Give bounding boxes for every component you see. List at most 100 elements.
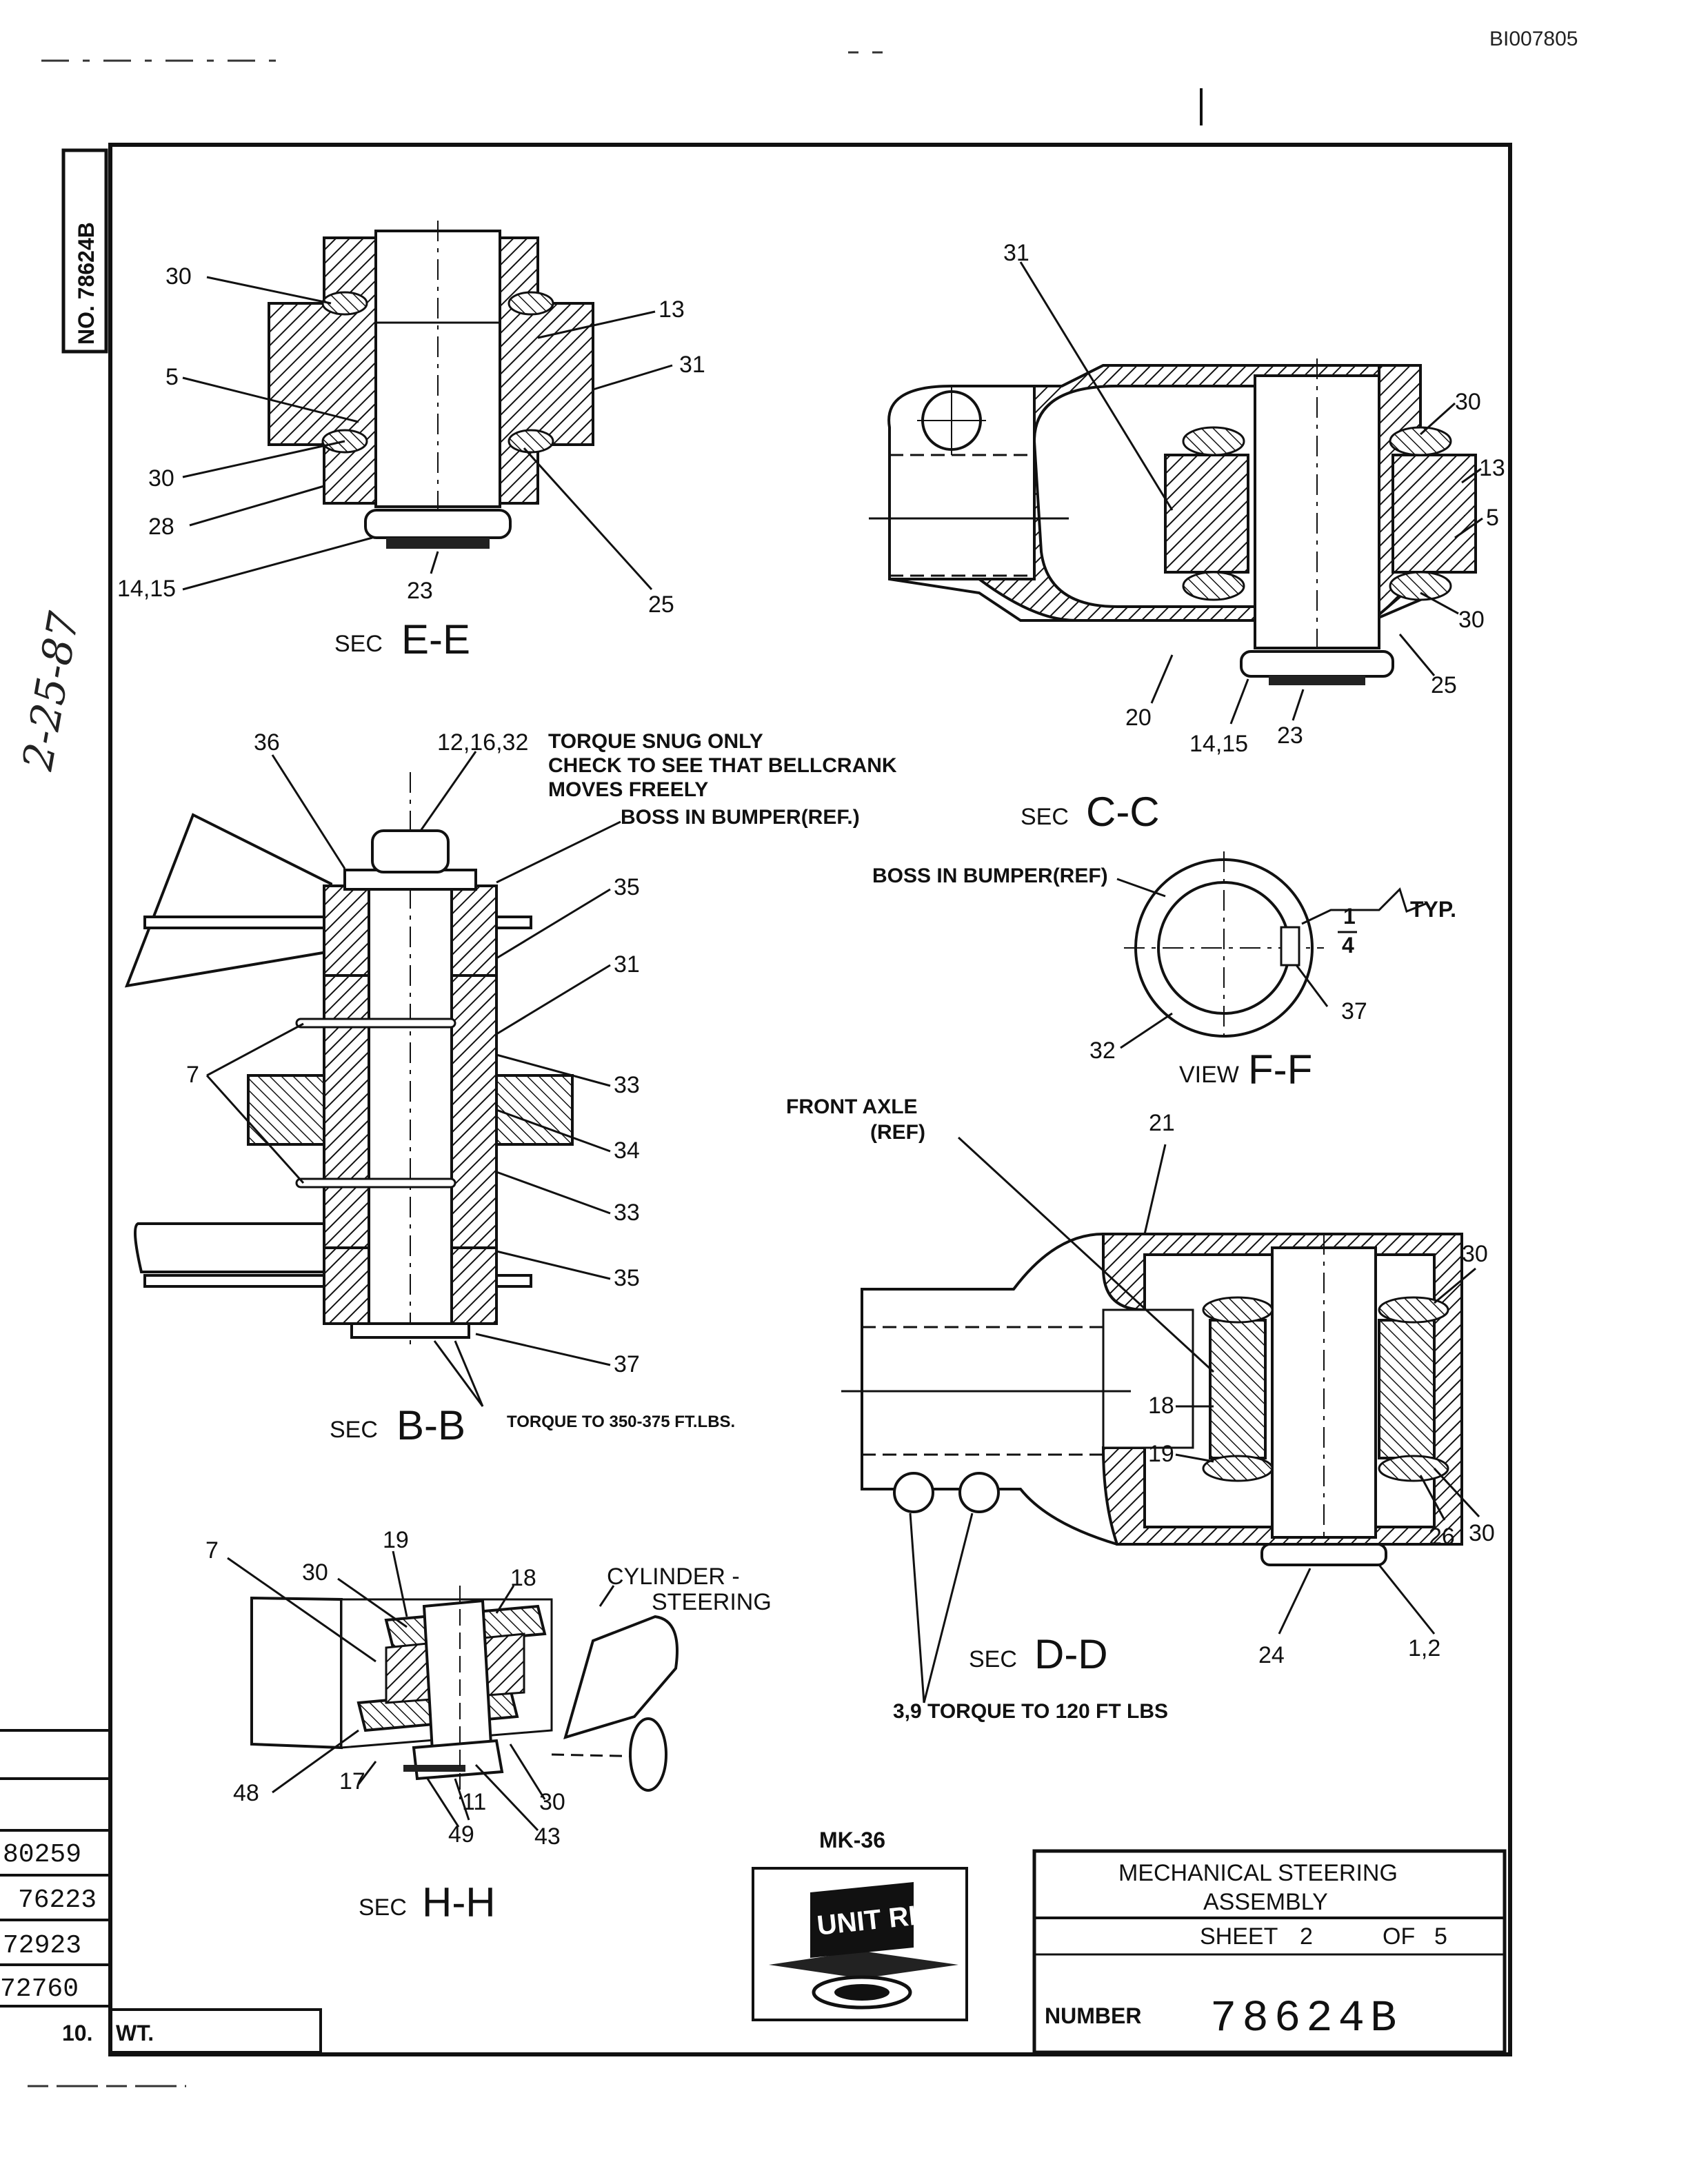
callout: 33 [614, 1200, 640, 1226]
callout: 14,15 [117, 576, 176, 602]
callout: 30 [1458, 607, 1485, 633]
callout: 13 [659, 296, 685, 323]
callout: 37 [1341, 998, 1367, 1024]
revision-entry: 72923 [3, 1931, 81, 1961]
callout: 30 [148, 465, 174, 492]
revision-entry: 76223 [18, 1885, 97, 1915]
section-d-d: FRONT AXLE (REF) 21 30 18 19 26 30 24 1,… [786, 1095, 1495, 1723]
cylinder-label: CYLINDER - [607, 1564, 740, 1590]
section-prefix: SEC [1021, 804, 1069, 830]
of-label: OF [1383, 1923, 1415, 1950]
callout: 49 [448, 1821, 474, 1848]
section-prefix: VIEW [1179, 1062, 1239, 1088]
front-axle-ref: (REF) [870, 1121, 925, 1144]
callout: 13 [1479, 455, 1505, 481]
side-tag: NO. 78624B [74, 222, 99, 345]
revision-block: 80259 76223 72923 72760 [0, 1729, 110, 2008]
note-bellcrank: CHECK TO SEE THAT BELLCRANK [548, 754, 897, 777]
callout: 25 [648, 592, 674, 618]
section-h-h: 7 30 19 18 48 17 11 30 49 43 CYLINDER - … [205, 1527, 772, 1925]
callout: 30 [1455, 389, 1481, 415]
fraction-numerator: 1 [1343, 904, 1356, 929]
torque-note: TORQUE TO 350-375 FT.LBS. [507, 1413, 735, 1431]
callout: 1,2 [1408, 1635, 1440, 1661]
callout: 25 [1431, 672, 1457, 698]
revision-entry: 72760 [0, 1974, 79, 2004]
callout: 21 [1149, 1110, 1175, 1136]
callout: 23 [1277, 722, 1303, 749]
note-moves-freely: MOVES FREELY [548, 778, 708, 801]
of-number: 5 [1434, 1923, 1447, 1950]
section-name: F-F [1248, 1046, 1312, 1093]
number-label: NUMBER [1045, 2003, 1141, 2028]
callout: 28 [148, 514, 174, 540]
section-e-e: 30 13 31 5 30 28 14,15 23 25 SEC E-E [117, 221, 705, 663]
callout: 33 [614, 1072, 640, 1098]
callout: 35 [614, 874, 640, 900]
fraction-denominator: 4 [1342, 933, 1354, 958]
callout: 35 [614, 1265, 640, 1291]
callout: 34 [614, 1138, 640, 1164]
callout: 17 [339, 1768, 365, 1794]
handwritten-date: 2-25-87 [14, 608, 89, 775]
section-c-c: 31 30 13 5 30 25 20 14,15 23 SEC C-C [869, 240, 1505, 835]
callout: 30 [302, 1559, 328, 1586]
note-typ: TYP. [1410, 897, 1456, 922]
note-boss: BOSS IN BUMPER(REF.) [621, 806, 860, 829]
section-name: E-E [401, 616, 470, 663]
callout: 7 [205, 1537, 219, 1564]
callout: 43 [534, 1823, 561, 1850]
callout: 36 [254, 729, 280, 756]
callout: 32 [1089, 1038, 1116, 1064]
title-line-1: MECHANICAL STEERING [1118, 1860, 1398, 1886]
callout: 23 [407, 578, 433, 604]
sheet-number: 2 [1300, 1923, 1313, 1950]
callout: 37 [614, 1351, 640, 1377]
callout: 12,16,32 [437, 729, 528, 756]
callout: 5 [165, 364, 179, 390]
model-label: MK-36 [819, 1828, 885, 1852]
section-name: H-H [422, 1879, 496, 1925]
callout: 14,15 [1189, 731, 1248, 757]
section-prefix: SEC [969, 1646, 1017, 1672]
callout: 24 [1258, 1642, 1285, 1668]
note-torque-snug: TORQUE SNUG ONLY [548, 730, 763, 753]
view-f-f: BOSS IN BUMPER(REF) TYP. 1 4 37 32 VIEW … [872, 851, 1456, 1093]
section-name: B-B [396, 1402, 465, 1448]
callout: 19 [383, 1527, 409, 1553]
side-tag-box [61, 148, 108, 354]
steering-label: STEERING [652, 1589, 772, 1615]
callout: 19 [1148, 1441, 1174, 1467]
callout: 31 [614, 951, 640, 978]
sheet-label: SHEET [1200, 1923, 1278, 1950]
callout: 48 [233, 1780, 259, 1806]
title-block: MECHANICAL STEERING ASSEMBLY SHEET 2 OF … [1032, 1849, 1507, 2054]
callout: 18 [1148, 1393, 1174, 1419]
footer-box [109, 2008, 322, 2054]
callout: 31 [1003, 240, 1029, 266]
drawing-number: 78624B [1210, 1994, 1402, 2044]
section-b-b: 36 12,16,32 35 31 7 33 34 33 35 37 TORQU… [124, 729, 897, 1448]
callout: 5 [1486, 505, 1499, 531]
callout: 30 [539, 1789, 565, 1815]
title-line-2: ASSEMBLY [1203, 1889, 1328, 1915]
section-prefix: SEC [330, 1417, 378, 1443]
doc-id: BI007805 [1489, 28, 1578, 50]
section-name: C-C [1086, 789, 1160, 835]
section-prefix: SEC [359, 1894, 407, 1921]
section-name: D-D [1034, 1631, 1108, 1677]
callout: 30 [165, 263, 192, 290]
callout: 18 [510, 1565, 536, 1591]
front-axle-label: FRONT AXLE [786, 1095, 918, 1118]
callout: 31 [679, 352, 705, 378]
torque-note: 3,9 TORQUE TO 120 FT LBS [893, 1700, 1168, 1723]
unit-rig-logo: UNIT RIG [752, 1867, 968, 2021]
section-prefix: SEC [334, 631, 383, 657]
footer-no: 10. [62, 2021, 92, 2045]
callout: 7 [186, 1062, 199, 1088]
callout: 11 [462, 1789, 486, 1815]
callout: 26 [1429, 1524, 1455, 1550]
callout: 30 [1462, 1241, 1488, 1267]
revision-entry: 80259 [3, 1840, 81, 1870]
